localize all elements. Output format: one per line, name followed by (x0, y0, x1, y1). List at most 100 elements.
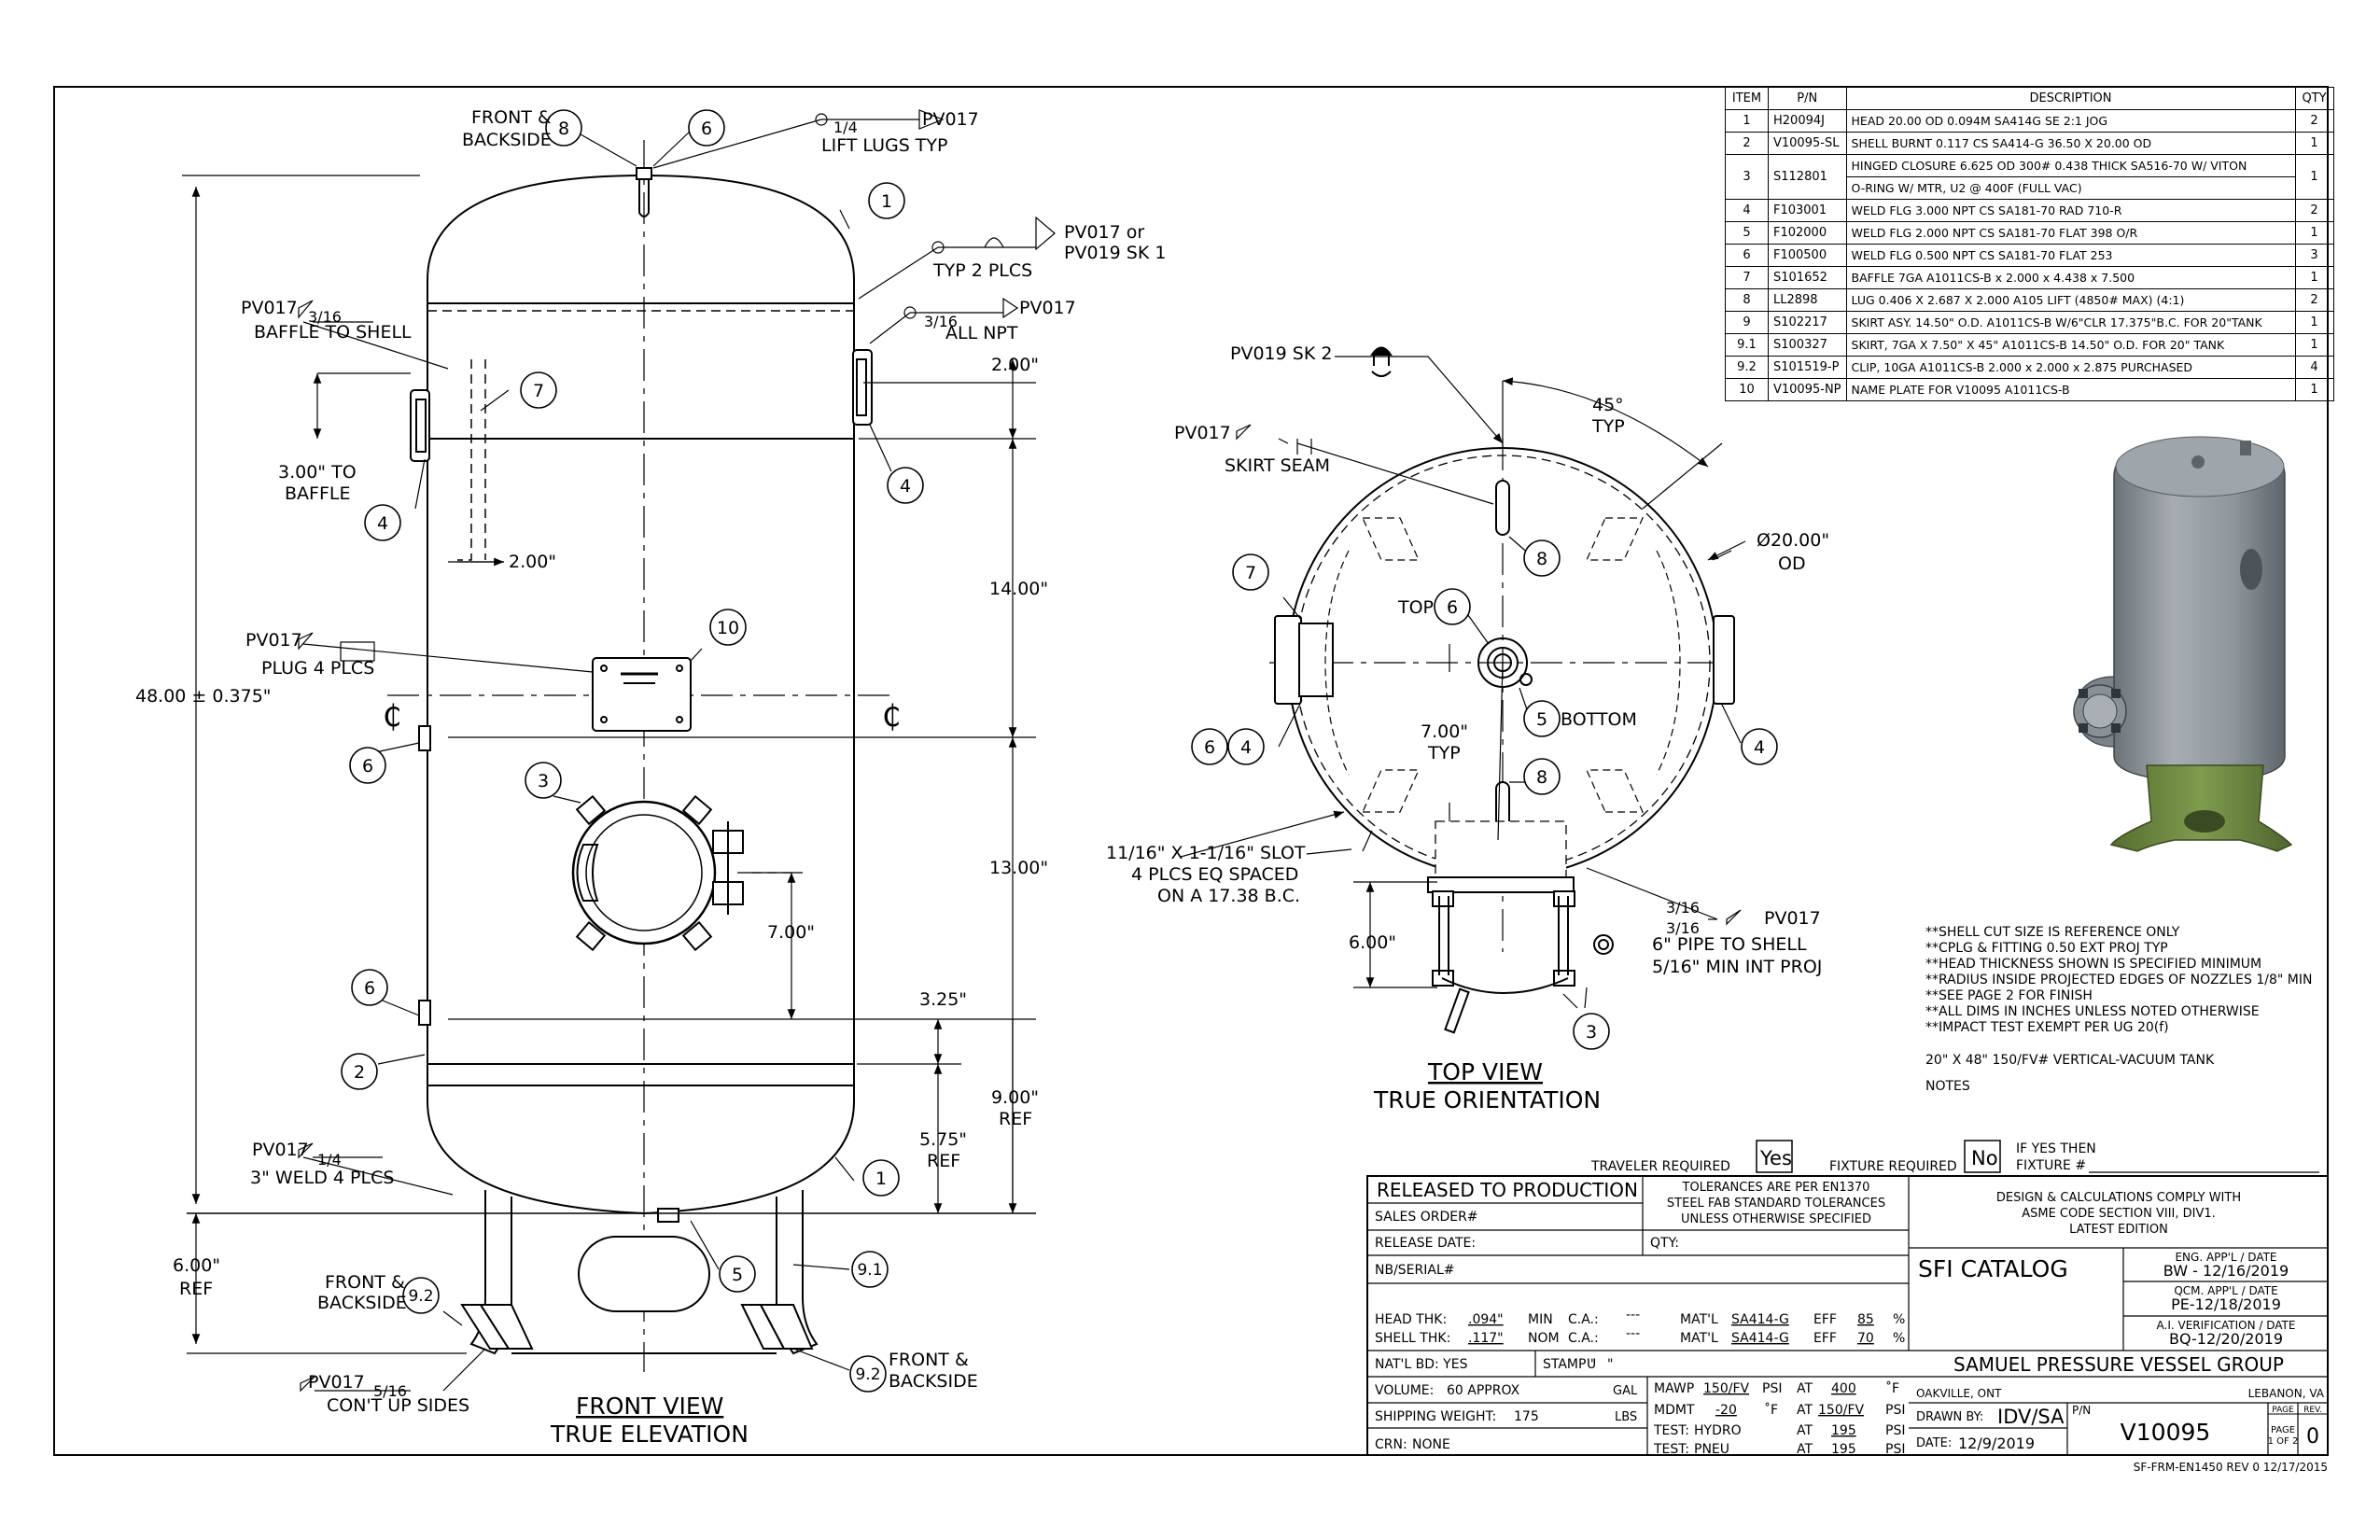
dim-text: REF (999, 1109, 1032, 1129)
drawn-by-value: IDV/SA (1997, 1406, 2065, 1428)
balloon: 7 (1245, 563, 1256, 583)
bom-pn: S101652 (1768, 266, 1847, 289)
notes-heading: NOTES (1925, 1079, 1970, 1094)
nb-serial-label: NB/SERIAL# (1375, 1263, 1455, 1278)
date-label: DATE: (1916, 1436, 1952, 1450)
note-top: TOP (1397, 597, 1434, 618)
bom-desc: HEAD 20.00 OD 0.094M SA414G SE 2:1 JOG (1845, 109, 2296, 133)
note-to-baffle: BAFFLE (285, 483, 350, 504)
bom-desc: SKIRT ASY. 14.50" O.D. A1011CS-B W/6"CLR… (1845, 311, 2296, 334)
lug-top (1495, 480, 1510, 536)
fixture-label: FIXTURE REQUIRED (1829, 1159, 1957, 1174)
dim-text: 9.00" (991, 1087, 1039, 1108)
dim-text: TYP (1427, 743, 1461, 763)
balloon: 8 (1536, 549, 1547, 569)
dim-text: 7.00" (767, 922, 815, 943)
balloon: 6 (364, 978, 375, 999)
gal-label: GAL (1613, 1384, 1638, 1398)
note-baffle-to-shell: BAFFLE TO SHELL (254, 322, 412, 343)
psi: PSI (1762, 1381, 1782, 1396)
note-line: **SHELL CUT SIZE IS REFERENCE ONLY (1925, 925, 2180, 940)
bom-row: 5 F102000 WELD FLG 2.000 NPT CS SA181-70… (1725, 221, 2334, 245)
weld-symbols (298, 109, 1742, 1393)
bom-qty: 1 (2294, 154, 2334, 200)
note-plug4: PLUG 4 PLCS (261, 658, 374, 679)
ai-label: A.I. VERIFICATION / DATE (2157, 1319, 2296, 1332)
ai-value: BQ-12/20/2019 (2169, 1330, 2283, 1348)
ca-value: --- (1626, 1326, 1640, 1341)
at: AT (1797, 1442, 1813, 1457)
note-tank: 20" X 48" 150/FV# VERTICAL-VACUUM TANK (1925, 1053, 2215, 1068)
ifyes-text: FIXTURE # (2016, 1158, 2086, 1173)
design-text: ASME CODE SECTION VIII, DIV1. (2022, 1207, 2216, 1221)
bom-desc: SHELL BURNT 0.117 CS SA414-G 36.50 X 20.… (1845, 132, 2296, 155)
front-view (187, 140, 1036, 1372)
note-pv017: PV017 (245, 630, 302, 651)
eff-value: 70 (1857, 1331, 1874, 1346)
bom-header-row: ITEM P/N DESCRIPTION QTY (1725, 87, 2334, 110)
bom-desc: BAFFLE 7GA A1011CS-B x 2.000 x 4.438 x 7… (1845, 266, 2296, 289)
balloon: 2 (354, 1062, 365, 1083)
bom-item: 9.2 (1725, 356, 1769, 379)
note-pv017: PV017 (1764, 908, 1821, 929)
ca-label: C.A.: (1568, 1331, 1599, 1346)
note-pv017: PV017 (1174, 423, 1231, 443)
ca-value: --- (1626, 1308, 1640, 1323)
note-pipe: 6" PIPE TO SHELL (1652, 934, 1807, 955)
bom-desc: O-RING W/ MTR, U2 @ 400F (FULL VAC) (1845, 176, 2296, 200)
note-line: **HEAD THICKNESS SHOWN IS SPECIFIED MINI… (1925, 957, 2261, 972)
note-pv017-sk1: PV017 or (1064, 222, 1144, 243)
balloon: 3 (1586, 1022, 1597, 1043)
bom-desc: HINGED CLOSURE 6.625 OD 300# 0.438 THICK… (1845, 154, 2296, 177)
balloon: 1 (875, 1169, 887, 1189)
note-slot: ON A 17.38 B.C. (1157, 886, 1300, 906)
note-cont: CON'T UP SIDES (327, 1395, 469, 1416)
hinged-closure (571, 794, 793, 952)
note-frac: 1/4 (317, 1151, 342, 1169)
bom-item: 9.1 (1725, 333, 1769, 357)
test-label: TEST: (1653, 1442, 1689, 1457)
balloon: 5 (732, 1265, 743, 1285)
bom-desc: LUG 0.406 X 2.687 X 2.000 A105 LIFT (485… (1845, 288, 2296, 312)
balloon: 9.2 (408, 1287, 433, 1306)
dim-overall: 48.00 ± 0.375" (135, 686, 272, 707)
general-notes: **SHELL CUT SIZE IS REFERENCE ONLY **CPL… (1925, 925, 2312, 1094)
sheet-border (53, 86, 2329, 1456)
lbs: LBS (1615, 1410, 1637, 1424)
dim-text: 3.25" (919, 989, 967, 1010)
top-leaders (1180, 356, 1746, 1009)
note-pipe: 5/16" MIN INT PROJ (1652, 957, 1822, 977)
nameplate (592, 657, 692, 732)
view-subtitle: TRUE ORIENTATION (1373, 1086, 1601, 1113)
pct: % (1893, 1331, 1905, 1346)
note-front-backside: FRONT & (471, 107, 552, 128)
form-number: SF-FRM-EN1450 REV 0 12/17/2015 (2134, 1461, 2328, 1474)
bom-row: 10 V10095-NP NAME PLATE FOR V10095 A1011… (1725, 378, 2334, 401)
bom-qty: 1 (2294, 311, 2334, 334)
bom-header-item: ITEM (1725, 87, 1769, 110)
bom-desc: SKIRT, 7GA X 7.50" X 45" A1011CS-B 14.50… (1845, 333, 2296, 357)
bom-pn: S101519-P (1768, 356, 1847, 379)
eff-label: EFF (1813, 1312, 1837, 1327)
at: AT (1797, 1381, 1813, 1396)
note-frac: 3/16 (1666, 899, 1700, 917)
note-slot: 11/16" X 1-1/16" SLOT (1106, 843, 1306, 863)
centerline-symbol: ₵ (882, 698, 901, 734)
view-title: FRONT VIEW (576, 1393, 723, 1420)
page-value: 1 OF 2 (2268, 1436, 2299, 1447)
bom-qty: 2 (2294, 288, 2334, 312)
ifyes-text: IF YES THEN (2016, 1141, 2096, 1156)
note-line: **ALL DIMS IN INCHES UNLESS NOTED OTHERW… (1925, 1004, 2260, 1019)
sales-order-label: SALES ORDER# (1375, 1210, 1478, 1225)
bom-qty: 3 (2294, 244, 2334, 267)
traveler-row: TRAVELER REQUIRED Yes FIXTURE REQUIRED N… (1590, 1140, 2319, 1174)
balloon: 6 (1447, 597, 1458, 618)
note-front-backside: FRONT & (325, 1272, 405, 1293)
psi: PSI (1885, 1423, 1905, 1438)
note-front-backside: BACKSIDE (462, 130, 552, 150)
note-pv017: PV017 (252, 1140, 309, 1160)
min-label: MIN (1528, 1312, 1553, 1327)
fixture-value: No (1971, 1147, 1998, 1169)
qcm-label: QCM. APP'L / DATE (2174, 1284, 2277, 1297)
note-lift-lugs: LIFT LUGS TYP (821, 135, 947, 156)
